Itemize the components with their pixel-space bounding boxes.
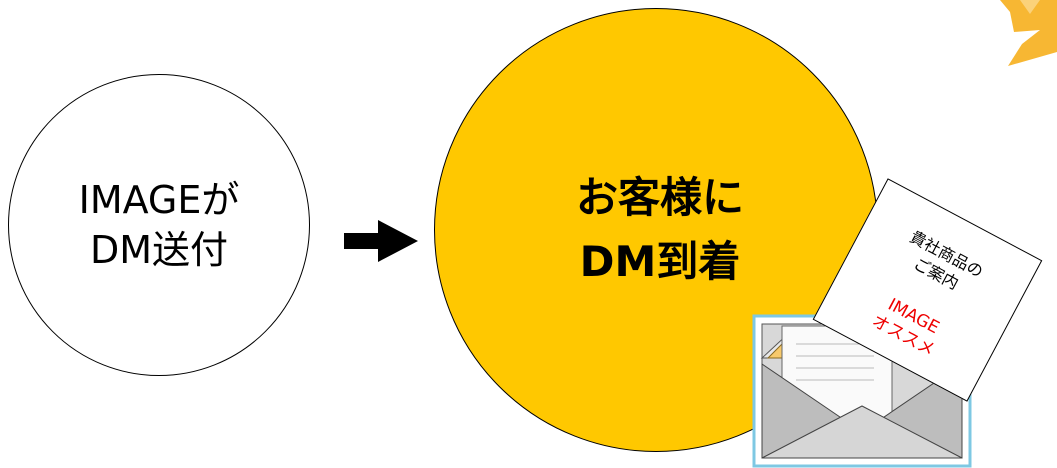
corner-decoration-icon <box>1000 0 1057 66</box>
send-dm-step: IMAGEが DM送付 <box>8 74 310 376</box>
send-dm-line1: IMAGEが <box>78 178 240 222</box>
right-arrow-icon <box>344 220 418 262</box>
send-dm-line2: DM送付 <box>89 228 229 272</box>
dm-arrival-step: お客様に DM到着 <box>434 8 878 452</box>
dm-arrival-line2: DM到着 <box>579 237 741 286</box>
dm-arrival-line1: お客様に <box>575 173 744 222</box>
